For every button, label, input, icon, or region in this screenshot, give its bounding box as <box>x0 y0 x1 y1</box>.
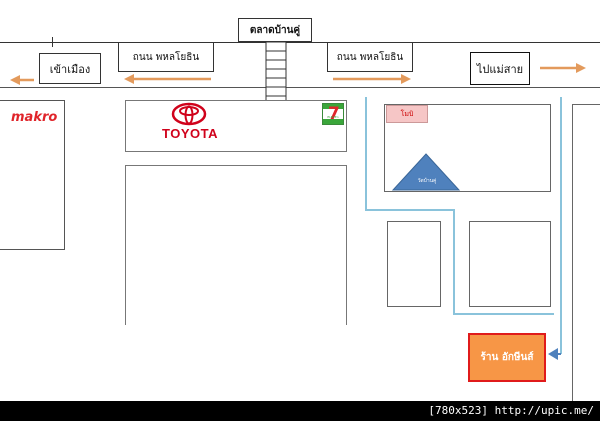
toyota-building <box>125 100 347 152</box>
arrows-layer <box>10 63 586 85</box>
toyota-emblem-icon <box>171 102 207 126</box>
market-label-text: ตลาดบ้านคู่ <box>249 24 301 36</box>
route-arrow-icon <box>548 348 561 360</box>
footbridge-ladder <box>265 42 287 102</box>
building-small-left <box>387 221 441 307</box>
road-name-left: ถนน พหลโยธิน <box>118 42 214 72</box>
arrow-right-icon <box>540 63 586 73</box>
seven-eleven-logo: 7 ELEVEn <box>322 103 344 125</box>
road-name-right: ถนน พหลโยธิน <box>327 42 413 72</box>
road-bottom-line <box>0 87 600 88</box>
to-maesai-label-text: ไปแม่สาย <box>476 62 524 76</box>
arrow-left-icon <box>10 75 34 85</box>
to-maesai-label: ไปแม่สาย <box>470 52 530 85</box>
shop-name: ร้าน อักษีนส์ <box>480 352 534 363</box>
school-label-box: โมบิ <box>386 105 428 123</box>
seven-eleven-number: 7 <box>328 104 340 124</box>
shop-marker: ร้าน อักษีนส์ <box>468 333 546 382</box>
to-city-label-text: เข้าเมือง <box>49 62 91 76</box>
road-name-left-text: ถนน พหลโยธิน <box>132 51 200 63</box>
footer-text[interactable]: [780x523] http://upic.me/ <box>428 404 594 417</box>
seven-eleven-sub: ELEVEn <box>327 115 339 119</box>
makro-logo: makro <box>11 110 58 125</box>
toyota-wordmark: TOYOTA <box>162 126 218 141</box>
building-small-right <box>469 221 551 307</box>
road-name-right-text: ถนน พหลโยธิน <box>336 51 404 63</box>
road-tick <box>52 37 53 47</box>
building-large <box>125 165 347 325</box>
building-far-right <box>572 104 600 401</box>
temple-label: วัดบ้านคู่ <box>417 178 437 184</box>
to-city-label: เข้าเมือง <box>39 53 101 84</box>
temple-triangle-icon <box>391 153 461 191</box>
footer-bar: [780x523] http://upic.me/ <box>0 401 600 421</box>
makro-building <box>0 100 65 250</box>
arrow-right-road-icon <box>333 74 411 84</box>
arrow-left-road-icon <box>124 74 211 84</box>
school-label-text: โมบิ <box>400 109 414 118</box>
road-top-line <box>0 42 600 43</box>
market-label: ตลาดบ้านคู่ <box>238 18 312 42</box>
route-path-left <box>365 97 554 315</box>
